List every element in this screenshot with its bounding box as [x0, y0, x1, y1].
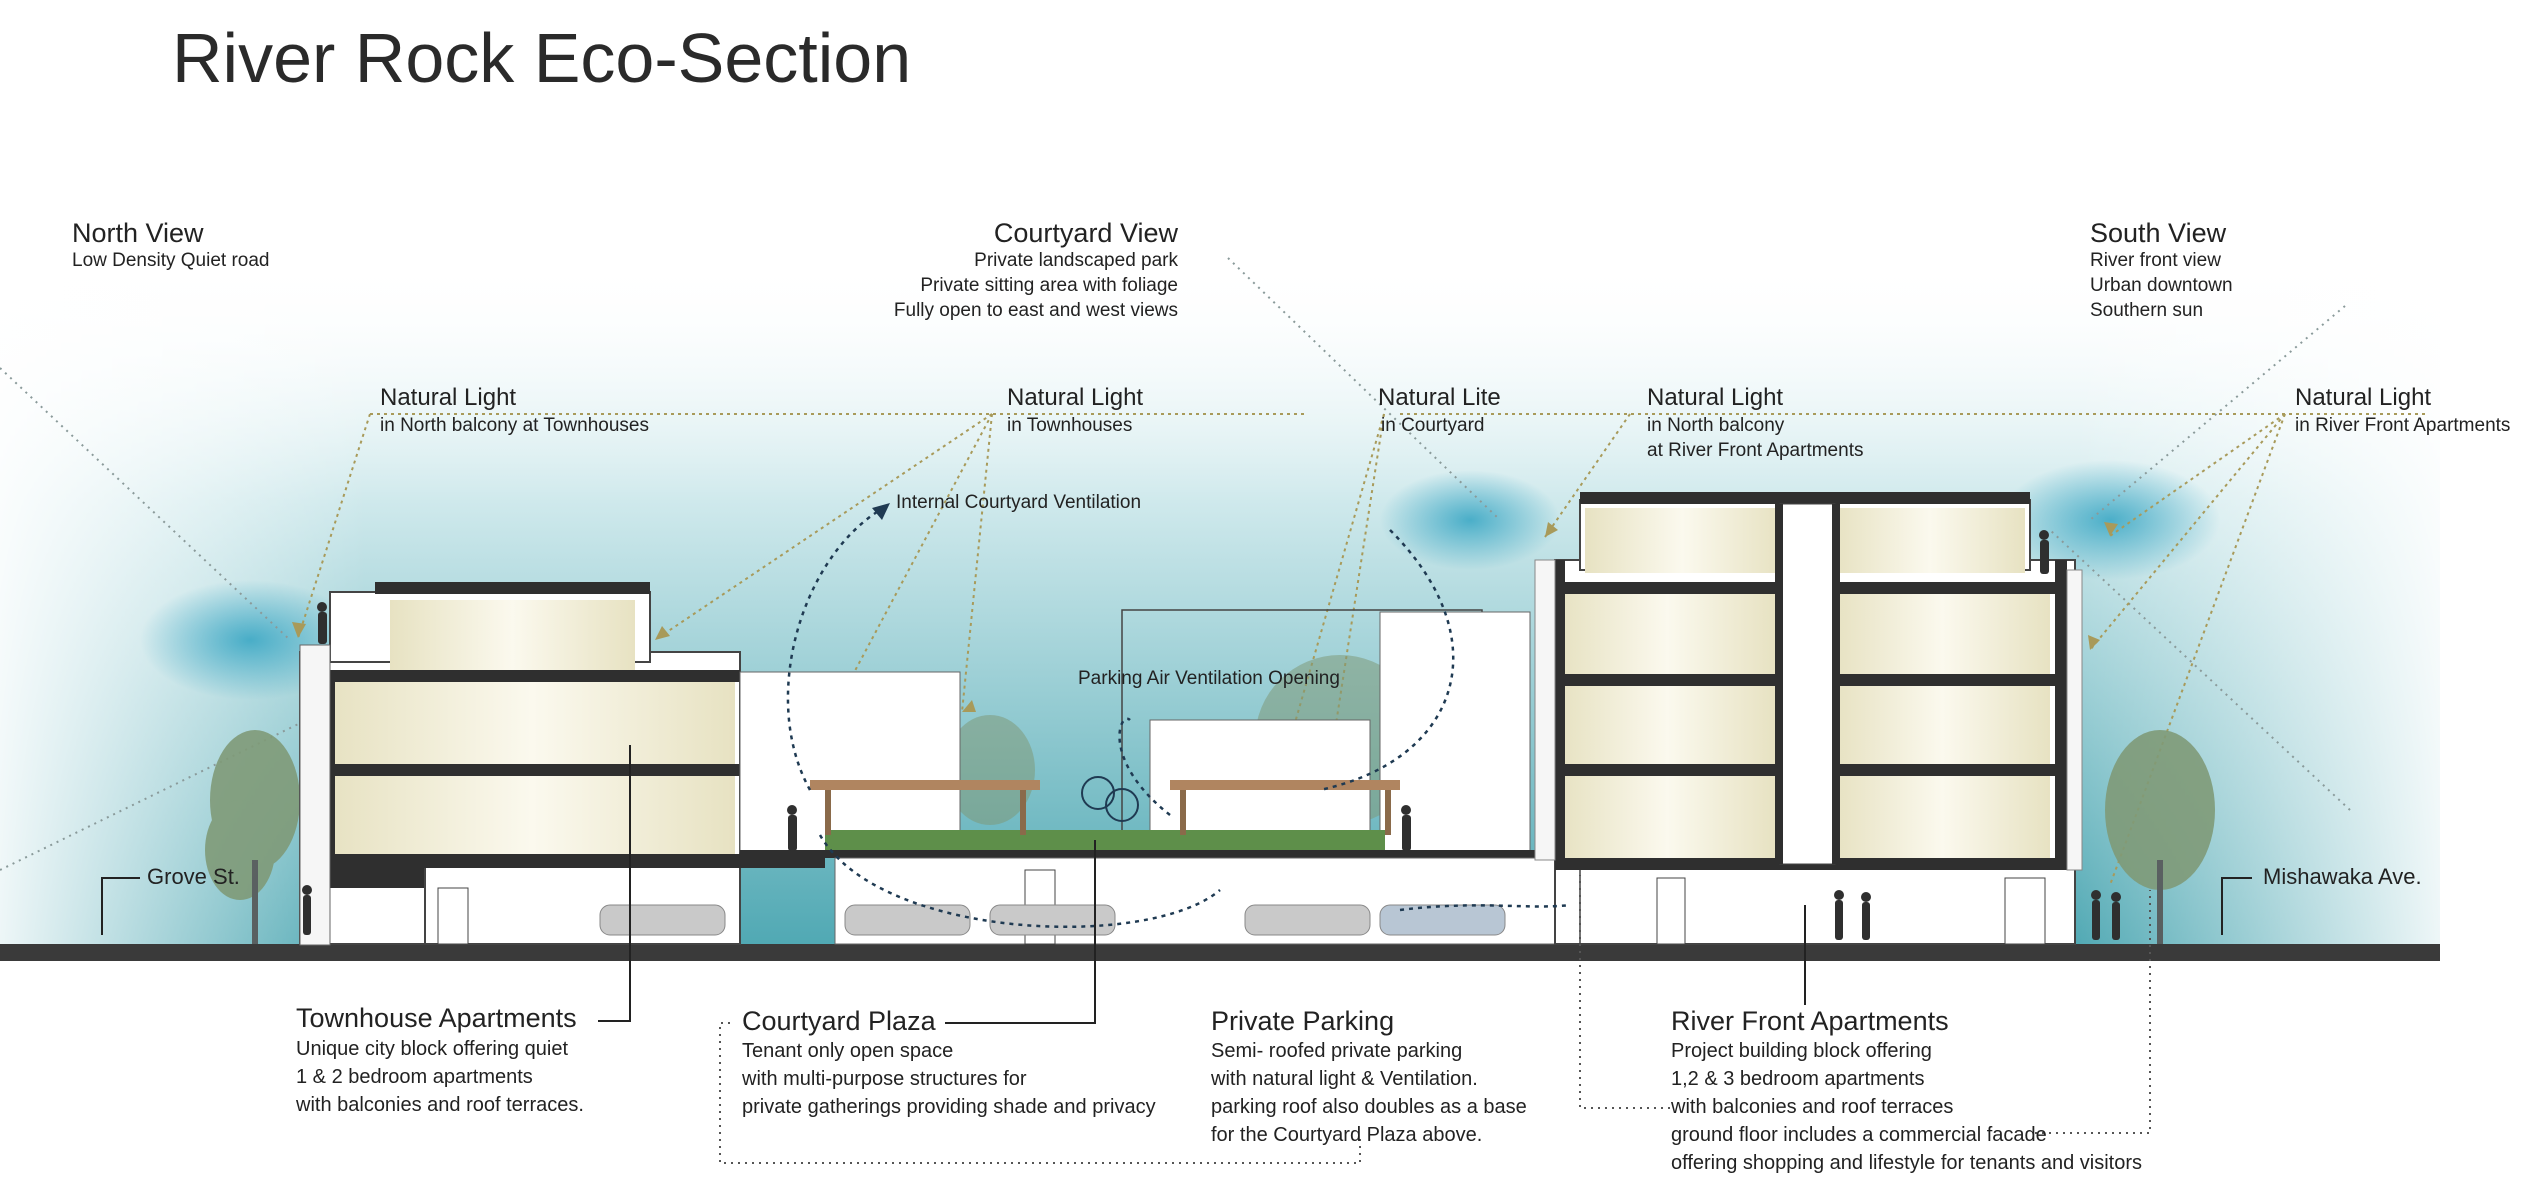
courtyard-plaza-line: Tenant only open space	[742, 1040, 954, 1062]
street-label-west: Grove St.	[147, 864, 240, 889]
light-glow-south	[2000, 460, 2220, 580]
light-glow-courtyard	[1380, 470, 1560, 570]
street-markers	[101, 877, 2252, 935]
river-front-heading: River Front Apartments	[1671, 1006, 1949, 1036]
light-heading: Natural Light	[2295, 384, 2432, 411]
townhouse-line: with balconies and roof terraces.	[296, 1094, 584, 1116]
south-view-line: River front view	[2090, 250, 2221, 271]
people	[302, 530, 2121, 940]
light-heading: Natural Lite	[1378, 384, 1501, 411]
light-line: at River Front Apartments	[1647, 440, 1864, 461]
river-front-building	[1534, 492, 2083, 945]
courtyard-plaza-heading: Courtyard Plaza	[742, 1006, 936, 1036]
page-title: River Rock Eco-Section	[172, 19, 912, 97]
river-front-line: offering shopping and lifestyle for tena…	[1671, 1152, 2143, 1174]
private-parking-line: for the Courtyard Plaza above.	[1211, 1124, 1483, 1146]
courtyard-ventilation-label: Internal Courtyard Ventilation	[896, 492, 1142, 513]
courtyard-view-line: Fully open to east and west views	[893, 300, 1178, 321]
street-label-east: Mishawaka Ave.	[2263, 864, 2422, 889]
courtyard-plaza-structure	[599, 609, 1556, 945]
private-parking-line: parking roof also doubles as a base	[1211, 1096, 1527, 1118]
courtyard-view-line: Private landscaped park	[974, 250, 1178, 271]
courtyard-view-line: Private sitting area with foliage	[920, 275, 1178, 296]
river-front-line: Project building block offering	[1671, 1040, 1932, 1062]
townhouse-heading: Townhouse Apartments	[296, 1003, 577, 1033]
courtyard-plaza-line: private gatherings providing shade and p…	[742, 1096, 1156, 1118]
light-line: in North balcony at Townhouses	[380, 415, 649, 436]
north-view-line: Low Density Quiet road	[72, 250, 270, 271]
light-line: in North balcony	[1647, 415, 1785, 436]
south-view-line: Urban downtown	[2090, 275, 2233, 296]
light-heading: Natural Light	[380, 384, 517, 411]
vent-arrowhead	[872, 503, 890, 520]
south-view-heading: South View	[2090, 218, 2227, 248]
light-heading: Natural Light	[1647, 384, 1784, 411]
river-front-line: with balconies and roof terraces	[1671, 1096, 1954, 1118]
townhouse-line: 1 & 2 bedroom apartments	[296, 1066, 533, 1088]
light-heading: Natural Light	[1007, 384, 1144, 411]
ventilation-arrows	[786, 508, 1571, 929]
light-line: in River Front Apartments	[2295, 415, 2511, 436]
north-view-heading: North View	[72, 218, 204, 248]
callout-leaders	[598, 745, 1806, 1024]
south-view-line: Southern sun	[2090, 300, 2204, 321]
ground-line	[0, 944, 2440, 961]
private-parking-line: Semi- roofed private parking	[1211, 1040, 1463, 1062]
courtyard-view-heading: Courtyard View	[993, 218, 1178, 248]
private-parking-heading: Private Parking	[1211, 1006, 1395, 1036]
light-line: in Townhouses	[1007, 415, 1133, 436]
courtyard-plaza-line: with multi-purpose structures for	[742, 1068, 1027, 1090]
parking-ventilation-label: Parking Air Ventilation Opening	[1078, 668, 1340, 689]
light-line: in Courtyard	[1381, 415, 1485, 436]
light-arrowheads	[292, 522, 2118, 712]
townhouse-building	[299, 582, 825, 946]
callout-dotted-leaders	[719, 875, 2151, 1164]
private-parking-line: with natural light & Ventilation.	[1211, 1068, 1478, 1090]
river-front-line: ground floor includes a commercial facad…	[1671, 1124, 2047, 1146]
river-front-line: 1,2 & 3 bedroom apartments	[1671, 1068, 1925, 1090]
townhouse-line: Unique city block offering quiet	[296, 1038, 569, 1060]
